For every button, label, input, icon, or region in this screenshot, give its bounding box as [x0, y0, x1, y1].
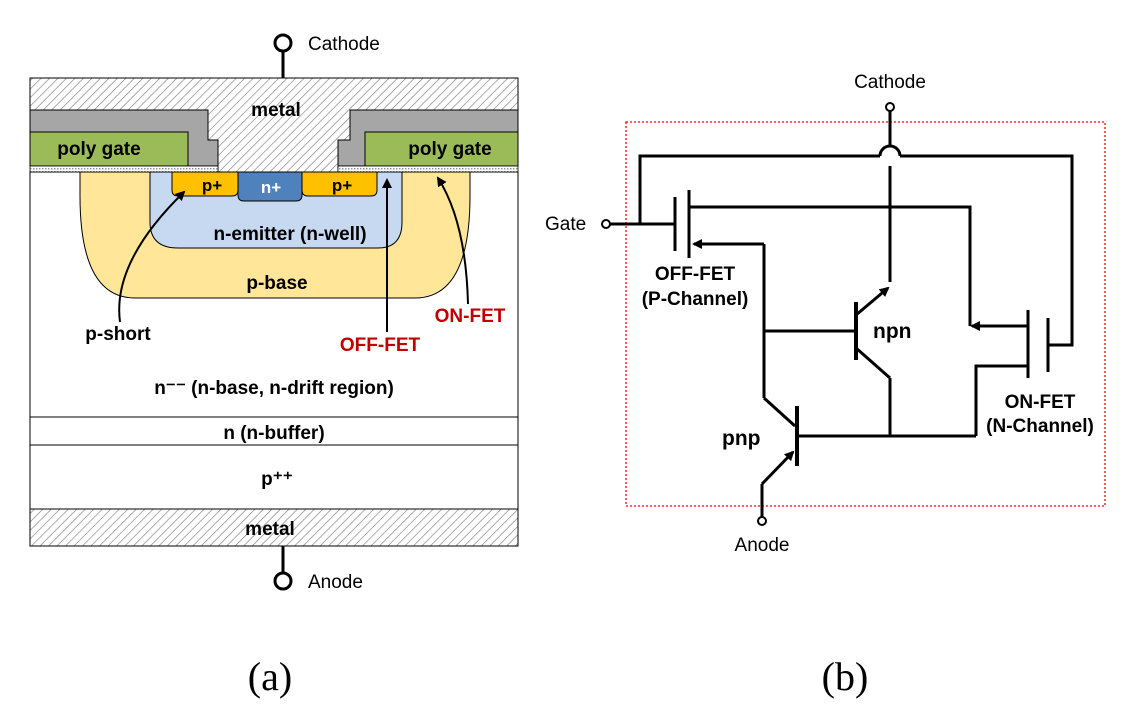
device-boundary-box [625, 121, 1106, 507]
cathode-label-b: Cathode [854, 72, 926, 93]
top-metal-label: metal [251, 100, 301, 121]
off-fet-label-line1: OFF-FET [655, 264, 736, 285]
p-substrate-layer [29, 444, 519, 510]
cathode-terminal-icon [273, 33, 293, 53]
gate-oxide-right [337, 165, 519, 173]
on-fet-label-line2: (N-Channel) [986, 416, 1094, 437]
caption-b: (b) [822, 654, 869, 699]
gate-oxide-left [29, 165, 219, 173]
on-fet-label-line1: ON-FET [1005, 392, 1076, 413]
cathode-label-a: Cathode [308, 34, 380, 55]
npn-label: npn [873, 320, 911, 343]
cathode-node-icon [885, 102, 895, 112]
bottom-metal-layer [29, 508, 519, 547]
p-plus-right-region [301, 171, 378, 197]
n-plus-region [237, 171, 303, 202]
p-plus-left-label: p+ [202, 176, 222, 195]
poly-gate-right-label: poly gate [408, 139, 491, 160]
n-emitter-label: n-emitter (n-well) [213, 224, 366, 245]
off-fet-label-a: OFF-FET [340, 335, 421, 356]
anode-terminal-icon [273, 571, 293, 591]
panel-a-cross-section: Cathode Anode metal po [29, 33, 519, 699]
pnp-emitter-arrow [760, 450, 795, 486]
p-short-arrow [118, 190, 186, 323]
p-short-label: p-short [85, 324, 151, 345]
anode-node-icon [757, 516, 767, 526]
panel-b-equivalent-circuit: Cathode Gate OFF-FET (P-Channel) npn [545, 72, 1106, 699]
n-drift-label: n⁻⁻ (n-base, n-drift region) [154, 378, 394, 399]
bottom-metal-label: metal [245, 519, 295, 540]
caption-a: (a) [248, 654, 292, 699]
on-fet-label-a: ON-FET [435, 306, 506, 327]
p-base-label: p-base [246, 273, 307, 294]
anode-label-a: Anode [308, 572, 363, 593]
n-buffer-layer [29, 416, 519, 446]
poly-gate-left [29, 131, 189, 167]
gate-label: Gate [545, 214, 586, 235]
off-fet-label-line2: (P-Channel) [642, 289, 749, 310]
poly-gate-left-label: poly gate [57, 139, 140, 160]
wire-crossover-hop [878, 144, 902, 157]
p-plus-right-label: p+ [332, 176, 352, 195]
anode-label-b: Anode [735, 535, 790, 556]
gate-node-icon [601, 219, 611, 229]
pnp-label: pnp [722, 427, 760, 450]
npn-emitter-arrow [855, 286, 890, 317]
p-substrate-label: p⁺⁺ [261, 469, 293, 490]
on-fet-arrow [436, 176, 469, 305]
n-plus-label: n+ [261, 178, 281, 197]
n-buffer-label: n (n-buffer) [223, 423, 324, 444]
poly-gate-right [364, 131, 519, 167]
